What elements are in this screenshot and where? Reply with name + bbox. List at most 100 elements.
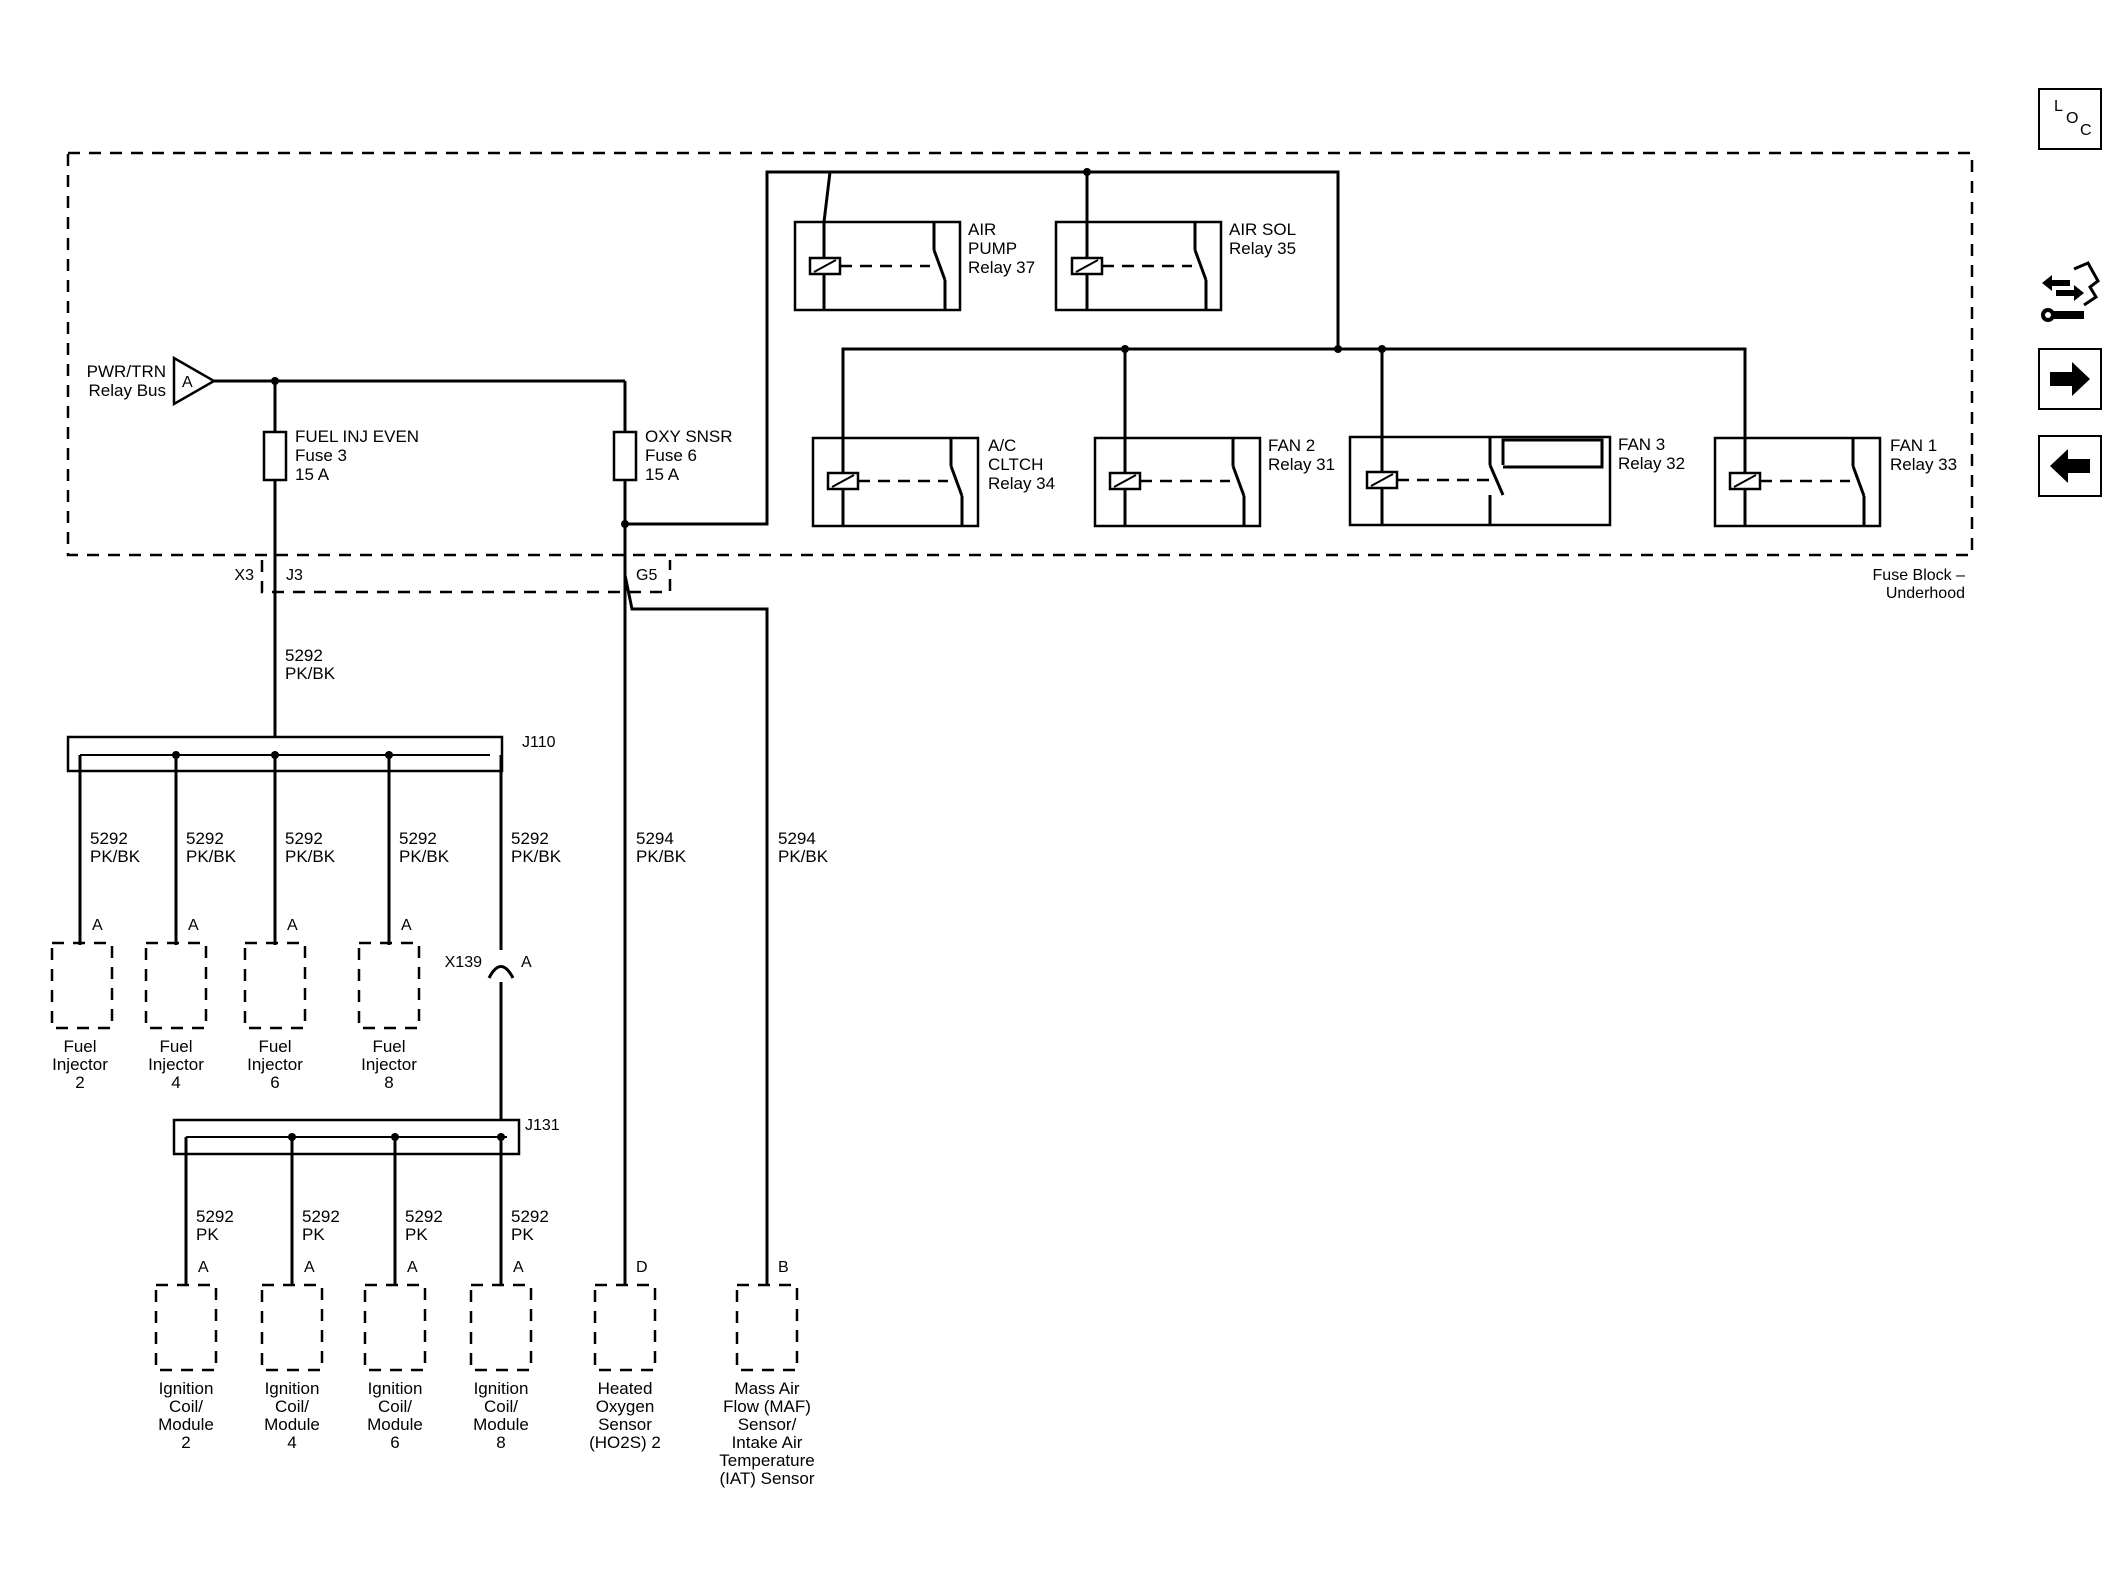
fuse-6-number: Fuse 6 (645, 446, 697, 465)
svg-text:PK/BK: PK/BK (399, 847, 450, 866)
connector-x139 (487, 965, 515, 1137)
ignition-coil-labels: Ignition Coil/ Module 2 Ignition Coil/ M… (158, 1379, 529, 1452)
svg-text:Heated: Heated (598, 1379, 653, 1398)
svg-text:Injector: Injector (361, 1055, 417, 1074)
svg-text:2: 2 (75, 1073, 84, 1092)
fuel-injector-4: A (144, 917, 208, 1030)
connector-x3-outline (260, 560, 672, 594)
fuel-injector-8: A (357, 917, 421, 1030)
fuse-3-number: Fuse 3 (295, 446, 347, 465)
arrow-right-icon (2050, 362, 2090, 396)
fuel-injector-6: A (243, 917, 307, 1030)
svg-text:4: 4 (171, 1073, 180, 1092)
svg-text:Injector: Injector (52, 1055, 108, 1074)
relay-air-sol-label: AIR SOL (1229, 220, 1296, 239)
svg-text:B: B (778, 1259, 789, 1276)
svg-text:4: 4 (287, 1433, 296, 1452)
splice-j110-label: J110 (522, 734, 556, 751)
svg-text:PK: PK (302, 1225, 325, 1244)
power-source-label: PWR/TRN (87, 362, 166, 381)
svg-text:Module: Module (367, 1415, 423, 1434)
maf-iat-sensor-label: Mass Air Flow (MAF) Sensor/ Intake Air T… (719, 1379, 815, 1488)
svg-text:Coil/: Coil/ (275, 1397, 309, 1416)
connector-tools-icon[interactable] (2040, 253, 2102, 325)
svg-text:Flow (MAF): Flow (MAF) (723, 1397, 811, 1416)
svg-text:Sensor: Sensor (598, 1415, 652, 1434)
connector-g5-label: G5 (636, 567, 657, 584)
svg-text:PK/BK: PK/BK (90, 847, 141, 866)
maf-iat-sensor: B (735, 1259, 799, 1372)
svg-text:5292: 5292 (399, 829, 437, 848)
relay-ac-clutch-label-3: Relay 34 (988, 474, 1055, 493)
splice-dot (1121, 345, 1129, 353)
relay-ac-clutch (811, 436, 980, 528)
svg-text:Ignition: Ignition (159, 1379, 214, 1398)
location-button[interactable]: L O C (2038, 88, 2102, 150)
svg-text:Coil/: Coil/ (169, 1397, 203, 1416)
power-source-label-2: Relay Bus (89, 381, 166, 400)
fuse-6 (612, 430, 638, 482)
arrow-left-icon (2050, 449, 2090, 483)
svg-text:Sensor/: Sensor/ (738, 1415, 797, 1434)
previous-page-button[interactable] (2038, 435, 2102, 497)
svg-text:Ignition: Ignition (368, 1379, 423, 1398)
relay-fan-1-label: FAN 1 (1890, 436, 1937, 455)
svg-text:PK: PK (196, 1225, 219, 1244)
svg-text:Coil/: Coil/ (378, 1397, 412, 1416)
svg-text:8: 8 (496, 1433, 505, 1452)
svg-text:A: A (304, 1259, 315, 1276)
svg-text:Module: Module (264, 1415, 320, 1434)
main-circuit-color: PK/BK (285, 664, 336, 683)
connector-x139-label: X139 (445, 954, 482, 971)
relay-fan-3 (1348, 435, 1612, 527)
svg-text:2: 2 (181, 1433, 190, 1452)
svg-text:Mass Air: Mass Air (734, 1379, 800, 1398)
svg-text:A: A (513, 1259, 524, 1276)
relay-ac-clutch-label: A/C (988, 436, 1016, 455)
svg-text:PK/BK: PK/BK (511, 847, 562, 866)
fuse-3-name: FUEL INJ EVEN (295, 427, 419, 446)
fuse-block-label-2: Underhood (1886, 585, 1965, 602)
relay-air-pump-label: AIR (968, 220, 996, 239)
splice-j131-label: J131 (525, 1117, 560, 1134)
svg-text:5292: 5292 (405, 1207, 443, 1226)
next-page-button[interactable] (2038, 348, 2102, 410)
ignition-coil-4: A (260, 1259, 324, 1372)
svg-text:5294: 5294 (636, 829, 674, 848)
svg-text:PK/BK: PK/BK (186, 847, 237, 866)
relay-fan-3-label-2: Relay 32 (1618, 454, 1685, 473)
connector-x139-pin: A (521, 954, 532, 971)
relay-fan-2 (1093, 436, 1262, 528)
svg-text:Coil/: Coil/ (484, 1397, 518, 1416)
svg-text:Ignition: Ignition (474, 1379, 529, 1398)
svg-text:5292: 5292 (511, 1207, 549, 1226)
svg-text:Fuel: Fuel (159, 1037, 192, 1056)
power-source-triangle (172, 355, 217, 407)
svg-text:A: A (407, 1259, 418, 1276)
svg-text:D: D (636, 1259, 648, 1276)
svg-text:PK/BK: PK/BK (778, 847, 829, 866)
relay-fan-3-label: FAN 3 (1618, 435, 1665, 454)
svg-text:A: A (188, 917, 199, 934)
loc-letter-c: C (2080, 122, 2092, 139)
fuse-block-outline (66, 151, 1974, 557)
loc-letter-o: O (2066, 110, 2079, 127)
fuel-injector-labels: Fuel Injector 2 Fuel Injector 4 Fuel Inj… (52, 1037, 417, 1092)
svg-text:5292: 5292 (90, 829, 128, 848)
splice-dot (1083, 168, 1091, 176)
svg-text:A: A (198, 1259, 209, 1276)
relay-air-pump-label-2: PUMP (968, 239, 1017, 258)
svg-text:Module: Module (473, 1415, 529, 1434)
connector-x3-label: X3 (234, 567, 254, 584)
relay-air-pump-label-3: Relay 37 (968, 258, 1035, 277)
heated-oxygen-sensor: D (593, 1259, 657, 1372)
svg-text:Fuel: Fuel (258, 1037, 291, 1056)
power-source-pin: A (182, 374, 193, 391)
svg-text:5294: 5294 (778, 829, 816, 848)
svg-text:Temperature: Temperature (719, 1451, 814, 1470)
svg-text:Fuel: Fuel (372, 1037, 405, 1056)
fuse-3-rating: 15 A (295, 465, 330, 484)
svg-text:PK/BK: PK/BK (285, 847, 336, 866)
